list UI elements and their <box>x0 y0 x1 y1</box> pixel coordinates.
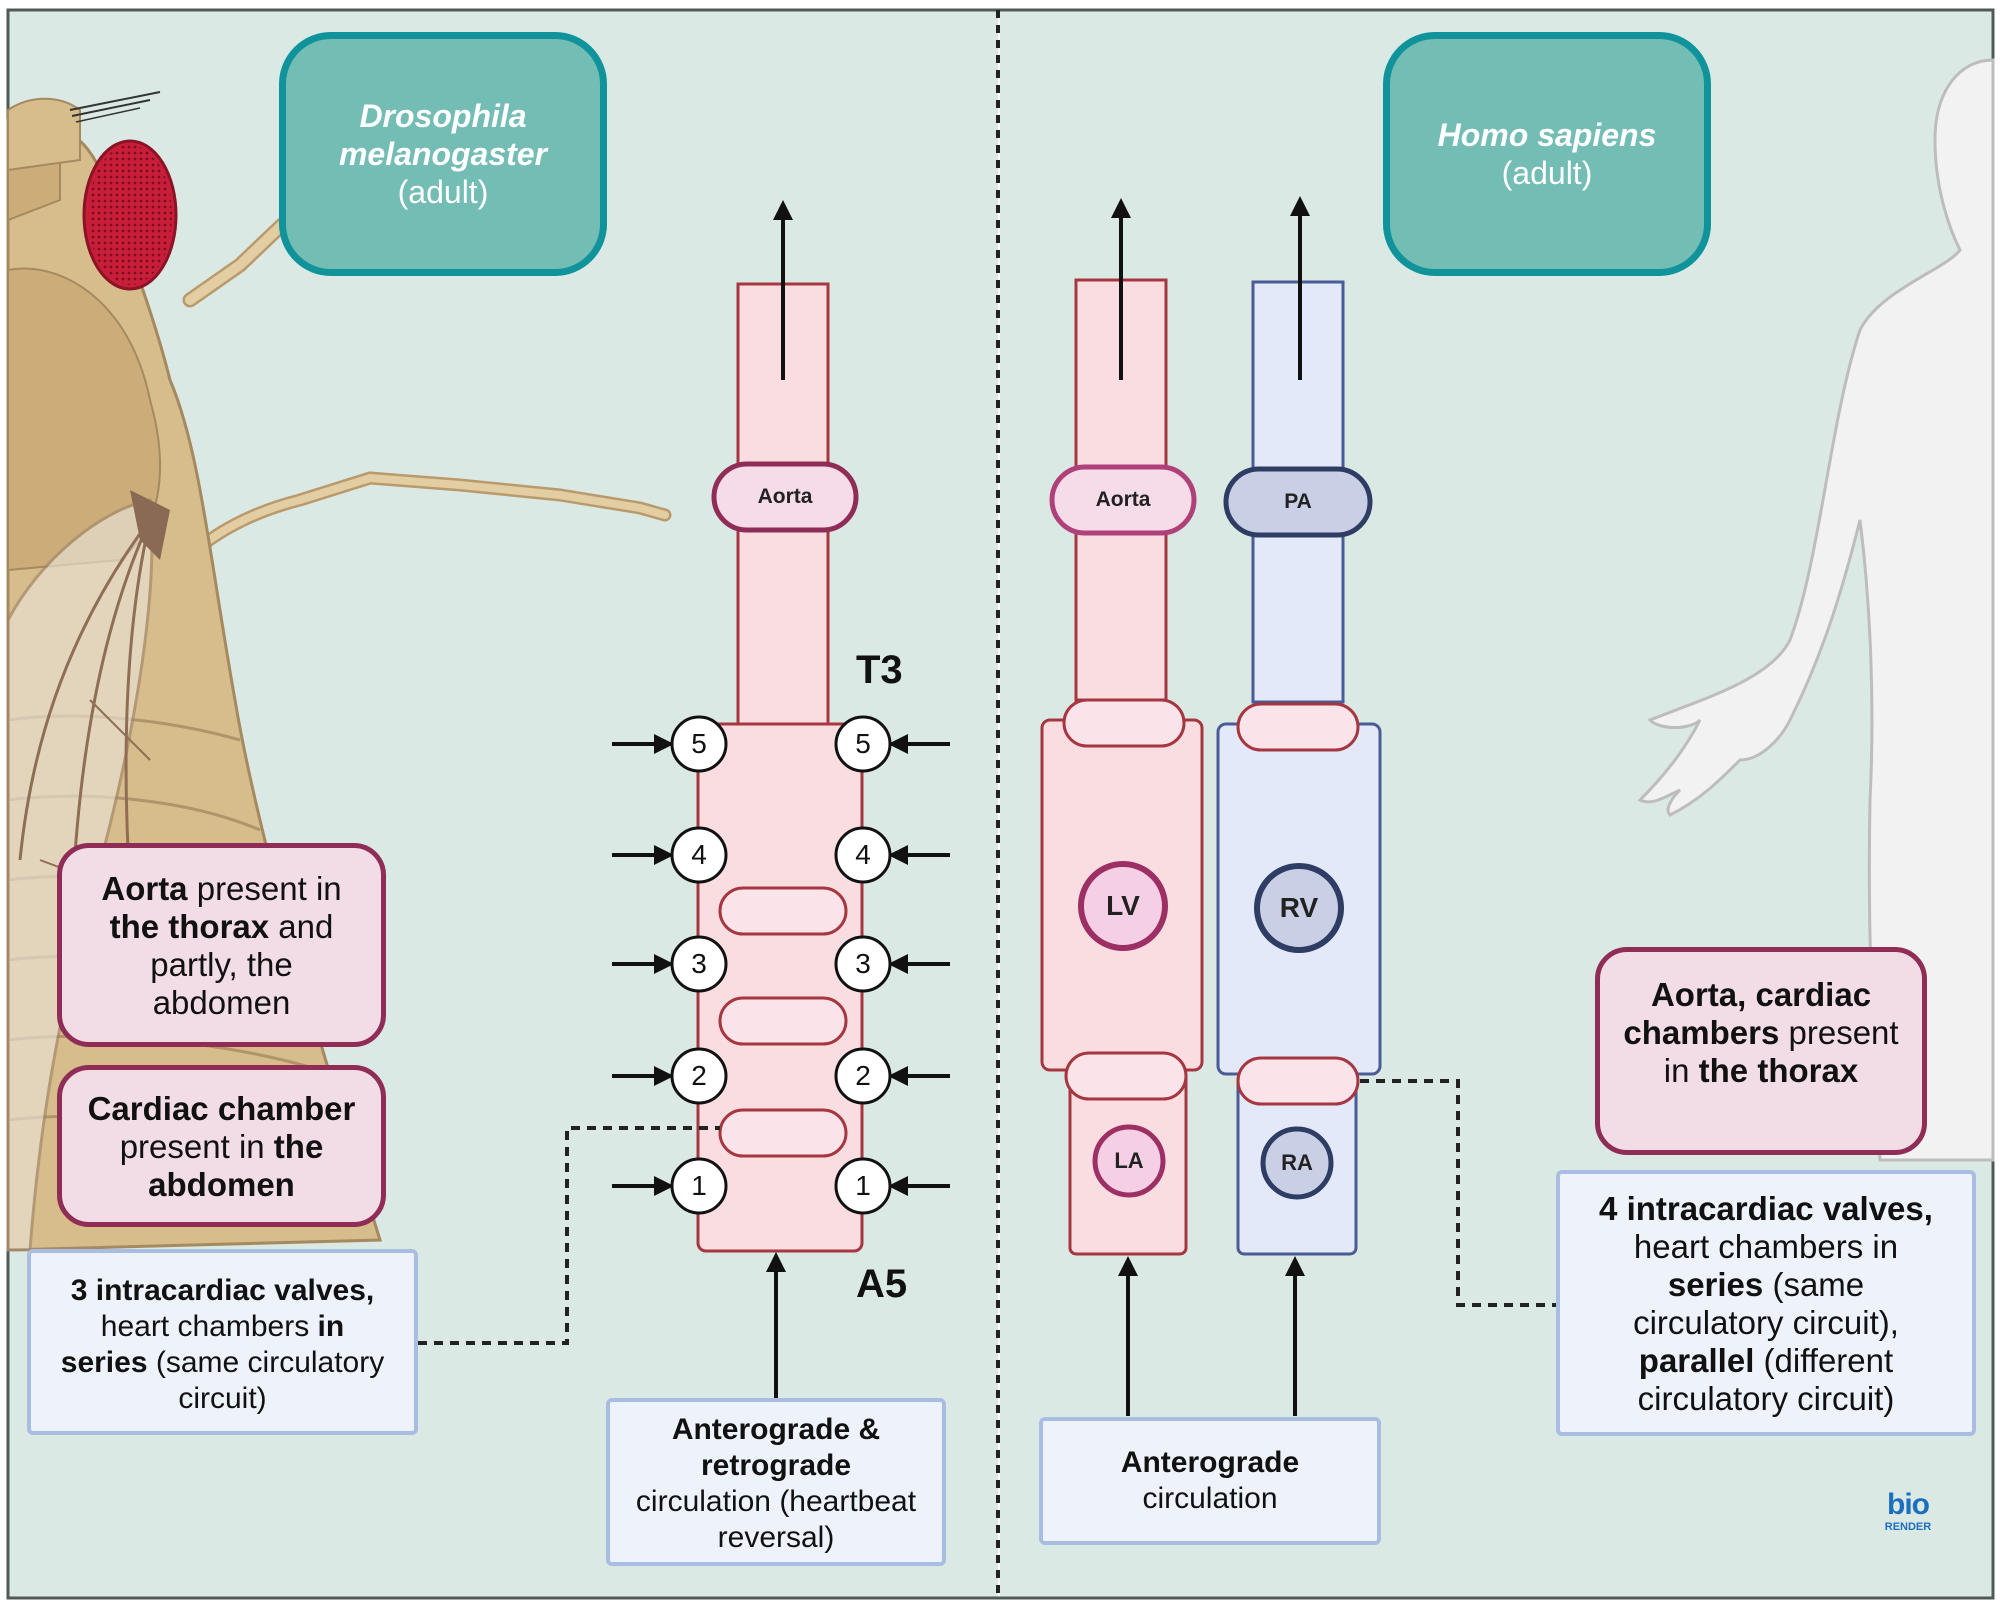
note-valves-human-t2: heart chambers in <box>1633 1228 1899 1265</box>
fly-aortic-ring <box>711 461 859 533</box>
segment-a5-label: A5 <box>856 1262 908 1306</box>
segment-t3-label: T3 <box>856 648 903 692</box>
biorender-logo-bottom: RENDER <box>1884 1521 1932 1533</box>
note-valves-fly-t3: in series <box>60 1310 345 1379</box>
note-circulation-human-t1: Anterograde <box>1120 1446 1300 1479</box>
note-circulation-human-t2: circulation <box>1142 1482 1278 1515</box>
ostium-1-left: 1 <box>691 1170 707 1201</box>
fly-aorta-label: Aorta <box>757 485 813 508</box>
note-valves-human-t6: (different circulatory circuit) <box>1637 1342 1895 1417</box>
tricuspid-valve <box>1236 1056 1360 1106</box>
note-valves-human: 4 intracardiac valves, heart chambers in… <box>1556 1170 1976 1436</box>
note-chambers-human-t3: the thorax <box>1698 1052 1859 1089</box>
pulmonary-valve <box>1236 702 1360 752</box>
human-silhouette <box>1637 58 1995 1162</box>
biorender-logo: bio RENDER <box>1876 1490 1940 1534</box>
right-atrium-label: RA <box>1281 1150 1313 1175</box>
biorender-logo-top: bio <box>1887 1488 1930 1521</box>
note-aorta-fly: Aorta present in the thorax and partly, … <box>57 843 386 1047</box>
ostium-3-right: 3 <box>855 948 871 979</box>
note-valves-fly-t1: 3 intracardiac valves, <box>70 1274 375 1307</box>
fly-heart-tube <box>696 200 864 1400</box>
note-valves-human-t4: (same circulatory circuit), <box>1633 1266 1899 1341</box>
note-circulation-fly-t1: Anterograde & retrograde <box>671 1413 881 1482</box>
ostium-4-right: 4 <box>855 839 871 870</box>
fly-species-stage: (adult) <box>397 174 489 210</box>
note-aorta-fly-t2: present in <box>187 870 342 907</box>
fly-intracardiac-valve-3 <box>718 886 848 936</box>
left-valve-connector <box>418 1126 720 1345</box>
note-aorta-fly-t1: Aorta <box>101 870 188 907</box>
note-valves-fly-t2: heart chambers <box>100 1310 318 1343</box>
ostium-1-right: 1 <box>855 1170 871 1201</box>
left-ventricle-label: LV <box>1106 890 1140 921</box>
human-species-name: Homo sapiens <box>1437 117 1657 153</box>
note-chamber-fly-t1: Cardiac chamber <box>87 1090 356 1127</box>
note-aorta-fly-t3: the thorax <box>109 908 270 945</box>
mitral-valve <box>1064 1051 1188 1101</box>
note-circulation-fly-t2: circulation (heartbeat reversal) <box>635 1485 917 1554</box>
note-valves-human-t5: parallel <box>1638 1342 1755 1379</box>
ostium-3-left: 3 <box>691 948 707 979</box>
note-valves-human-t1: 4 intracardiac valves, <box>1599 1190 1933 1227</box>
pulmonary-artery-ring <box>1223 466 1373 538</box>
fly-intracardiac-valve-1 <box>718 1108 848 1158</box>
human-species-box: Homo sapiens (adult) <box>1383 32 1711 276</box>
left-atrium-circle <box>1092 1124 1166 1198</box>
note-chamber-fly-t3: the abdomen <box>148 1128 324 1203</box>
note-circulation-human: Anterograde circulation <box>1039 1417 1381 1545</box>
pulmonary-artery-label: PA <box>1284 490 1312 513</box>
note-chambers-human-t1: Aorta, cardiac chambers <box>1623 976 1872 1051</box>
ostium-5-right: 5 <box>855 728 871 759</box>
fly-species-name: Drosophila melanogaster <box>338 98 548 172</box>
left-atrium-label: LA <box>1114 1148 1144 1173</box>
fly-species-box: Drosophila melanogaster (adult) <box>279 32 607 276</box>
human-aorta-label: Aorta <box>1095 488 1151 511</box>
ostium-4-left: 4 <box>691 839 707 870</box>
note-chamber-fly: Cardiac chamber present in the abdomen <box>57 1065 386 1227</box>
note-chamber-fly-t2: present in <box>119 1128 274 1165</box>
human-left-heart <box>1040 198 1204 1416</box>
note-valves-human-t3: series <box>1667 1266 1764 1303</box>
ostium-2-right: 2 <box>855 1060 871 1091</box>
human-aortic-valve <box>1062 698 1186 748</box>
right-ventricle-circle <box>1254 863 1344 953</box>
human-species-stage: (adult) <box>1501 155 1593 191</box>
fly-ostia <box>612 715 950 1215</box>
note-valves-fly: 3 intracardiac valves, heart chambers in… <box>27 1249 418 1435</box>
note-chambers-human: Aorta, cardiac chambers present in the t… <box>1595 947 1927 1155</box>
left-ventricle-circle <box>1078 861 1168 951</box>
note-chambers-human-t2: present in <box>1663 1014 1899 1089</box>
human-aortic-ring <box>1049 464 1197 536</box>
note-aorta-fly-t4: and partly, the abdomen <box>150 908 334 1021</box>
note-valves-fly-t4: (same circulatory circuit) <box>147 1346 385 1415</box>
fly-intracardiac-valve-2 <box>718 996 848 1046</box>
human-right-heart <box>1216 196 1382 1416</box>
right-valve-connector <box>1360 1079 1556 1307</box>
ostium-2-left: 2 <box>691 1060 707 1091</box>
right-atrium-circle <box>1260 1126 1334 1200</box>
right-ventricle-label: RV <box>1279 892 1319 923</box>
ostium-5-left: 5 <box>691 728 707 759</box>
note-circulation-fly: Anterograde & retrograde circulation (he… <box>606 1398 946 1566</box>
